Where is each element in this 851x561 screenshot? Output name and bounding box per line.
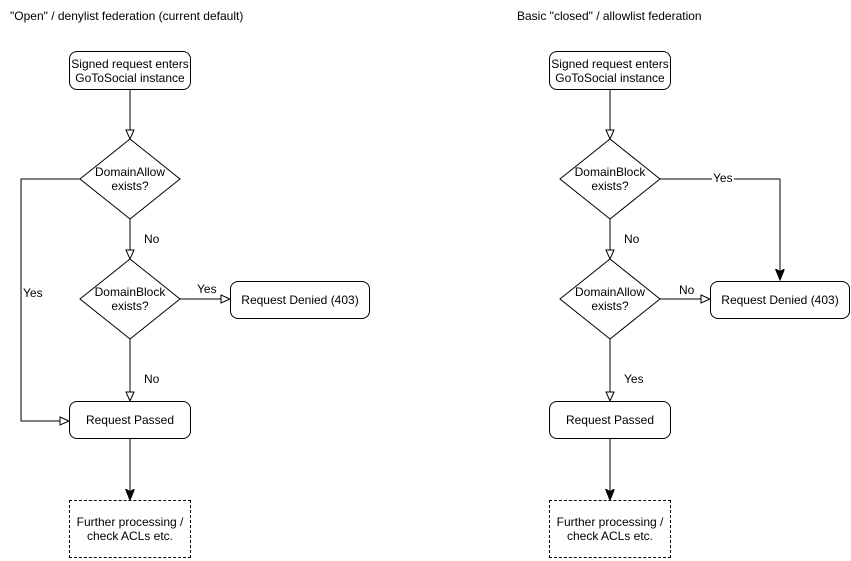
decision-diamond-left-domainallow bbox=[79, 138, 181, 220]
decision-diamond-right-domainblock bbox=[559, 138, 661, 220]
edge-label-right-allow-no: No bbox=[678, 283, 696, 297]
decision-diamond-left-domainblock bbox=[79, 258, 181, 340]
node-right-start: Signed request enters GoToSocial instanc… bbox=[549, 51, 671, 90]
node-left-start: Signed request enters GoToSocial instanc… bbox=[69, 51, 191, 90]
edge-label-left-allow-no: No bbox=[143, 232, 161, 246]
node-left-request-passed: Request Passed bbox=[69, 401, 191, 439]
edge-label-left-block-no: No bbox=[143, 372, 161, 386]
edge-label-left-block-yes: Yes bbox=[196, 282, 218, 296]
node-right-request-denied: Request Denied (403) bbox=[710, 281, 850, 319]
edge-left-allow-yes-to-passed bbox=[20, 178, 80, 421]
edge-label-right-block-yes: Yes bbox=[712, 171, 734, 185]
chart-title-left: "Open" / denylist federation (current de… bbox=[10, 9, 244, 23]
edge-right-block-yes-to-denied bbox=[660, 178, 780, 280]
node-right-further-processing: Further processing / check ACLs etc. bbox=[549, 500, 671, 558]
decision-diamond-right-domainallow bbox=[559, 258, 661, 340]
node-right-request-passed: Request Passed bbox=[549, 401, 671, 439]
node-left-request-denied: Request Denied (403) bbox=[230, 281, 370, 319]
node-left-further-processing: Further processing / check ACLs etc. bbox=[69, 500, 191, 558]
edge-label-right-block-no: No bbox=[623, 232, 641, 246]
edge-label-left-allow-yes: Yes bbox=[22, 286, 44, 300]
edge-label-right-allow-yes: Yes bbox=[623, 372, 645, 386]
chart-title-right: Basic "closed" / allowlist federation bbox=[517, 9, 702, 23]
